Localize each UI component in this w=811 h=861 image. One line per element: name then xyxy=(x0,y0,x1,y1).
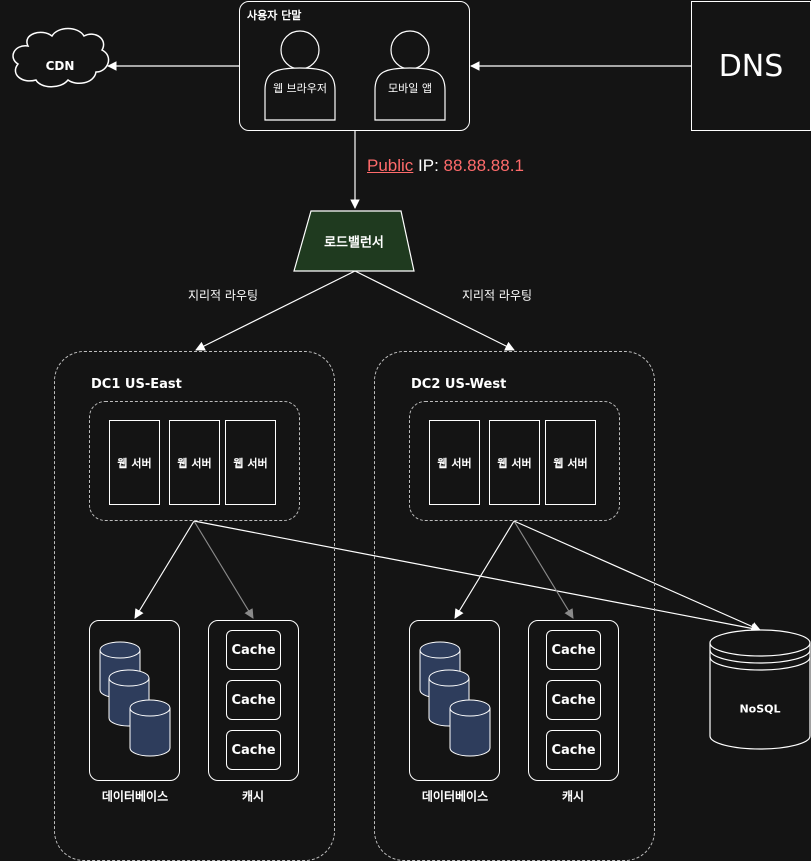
public-ip-link[interactable]: Public xyxy=(367,156,414,175)
mobile-app-user-icon xyxy=(374,30,446,121)
nosql-label: NoSQL xyxy=(739,702,781,716)
arrow-lb-to-dc2 xyxy=(354,270,515,351)
web-browser-label: 웹 브라우저 xyxy=(272,82,328,95)
dc1-database-label: 데이터베이스 xyxy=(101,789,169,804)
user-devices-title: 사용자 단말 xyxy=(247,9,302,22)
arrow-dc1-web-to-db xyxy=(134,520,195,619)
dc2-cache-1: Cache xyxy=(546,630,601,670)
dc2-web-server-2: 웹 서버 xyxy=(489,420,540,505)
cdn-label: CDN xyxy=(45,59,75,73)
load-balancer-shape xyxy=(293,210,415,272)
arrow-dc1-web-to-cache xyxy=(193,520,254,619)
arrow-dc2-web-to-nosql xyxy=(513,520,761,631)
mobile-app-label: 모바일 앱 xyxy=(388,82,432,95)
nosql-storage-icon xyxy=(709,629,811,750)
dc2-database-icon xyxy=(419,641,491,757)
load-balancer-label: 로드밸런서 xyxy=(324,235,384,251)
dc2-cache-label: 캐시 xyxy=(561,789,585,804)
dc2-web-server-3: 웹 서버 xyxy=(545,420,596,505)
dc2-web-server-1: 웹 서버 xyxy=(429,420,480,505)
dc1-cache-2: Cache xyxy=(226,680,281,720)
geo-routing-label-left: 지리적 라우팅 xyxy=(187,288,259,303)
user-devices-group xyxy=(239,1,470,131)
geo-routing-label-right: 지리적 라우팅 xyxy=(461,288,533,303)
dc2-title: DC2 US-West xyxy=(411,377,507,392)
dc2-cache-2: Cache xyxy=(546,680,601,720)
arrow-lb-to-dc1 xyxy=(195,270,356,351)
dc1-cache-1: Cache xyxy=(226,630,281,670)
dns-server: DNS xyxy=(691,1,811,131)
dc1-web-server-1: 웹 서버 xyxy=(109,420,160,505)
dc1-web-server-2: 웹 서버 xyxy=(169,420,220,505)
arrow-dc2-web-to-cache xyxy=(513,520,574,619)
web-browser-user-icon xyxy=(264,30,336,121)
arrow-dc2-web-to-db xyxy=(454,520,515,619)
dc1-cache-3: Cache xyxy=(226,730,281,770)
dc1-web-server-group xyxy=(89,401,300,521)
cdn-cloud-shape xyxy=(12,27,110,88)
dc2-web-server-group xyxy=(409,401,620,521)
public-ip-label: Public IP: 88.88.88.1 xyxy=(367,156,524,176)
dc1-database-box xyxy=(89,620,180,781)
dc1-title: DC1 US-East xyxy=(91,377,182,392)
dc2-database-label: 데이터베이스 xyxy=(421,789,489,804)
public-ip-suffix: IP: xyxy=(413,156,444,175)
dc2-database-box xyxy=(409,620,500,781)
dc1-database-icon xyxy=(99,641,171,757)
public-ip-value: 88.88.88.1 xyxy=(443,156,524,175)
dc1-web-server-3: 웹 서버 xyxy=(225,420,276,505)
arrow-dc1-web-to-nosql xyxy=(193,520,761,634)
dc2-cache-3: Cache xyxy=(546,730,601,770)
dc1-cache-label: 캐시 xyxy=(241,789,265,804)
